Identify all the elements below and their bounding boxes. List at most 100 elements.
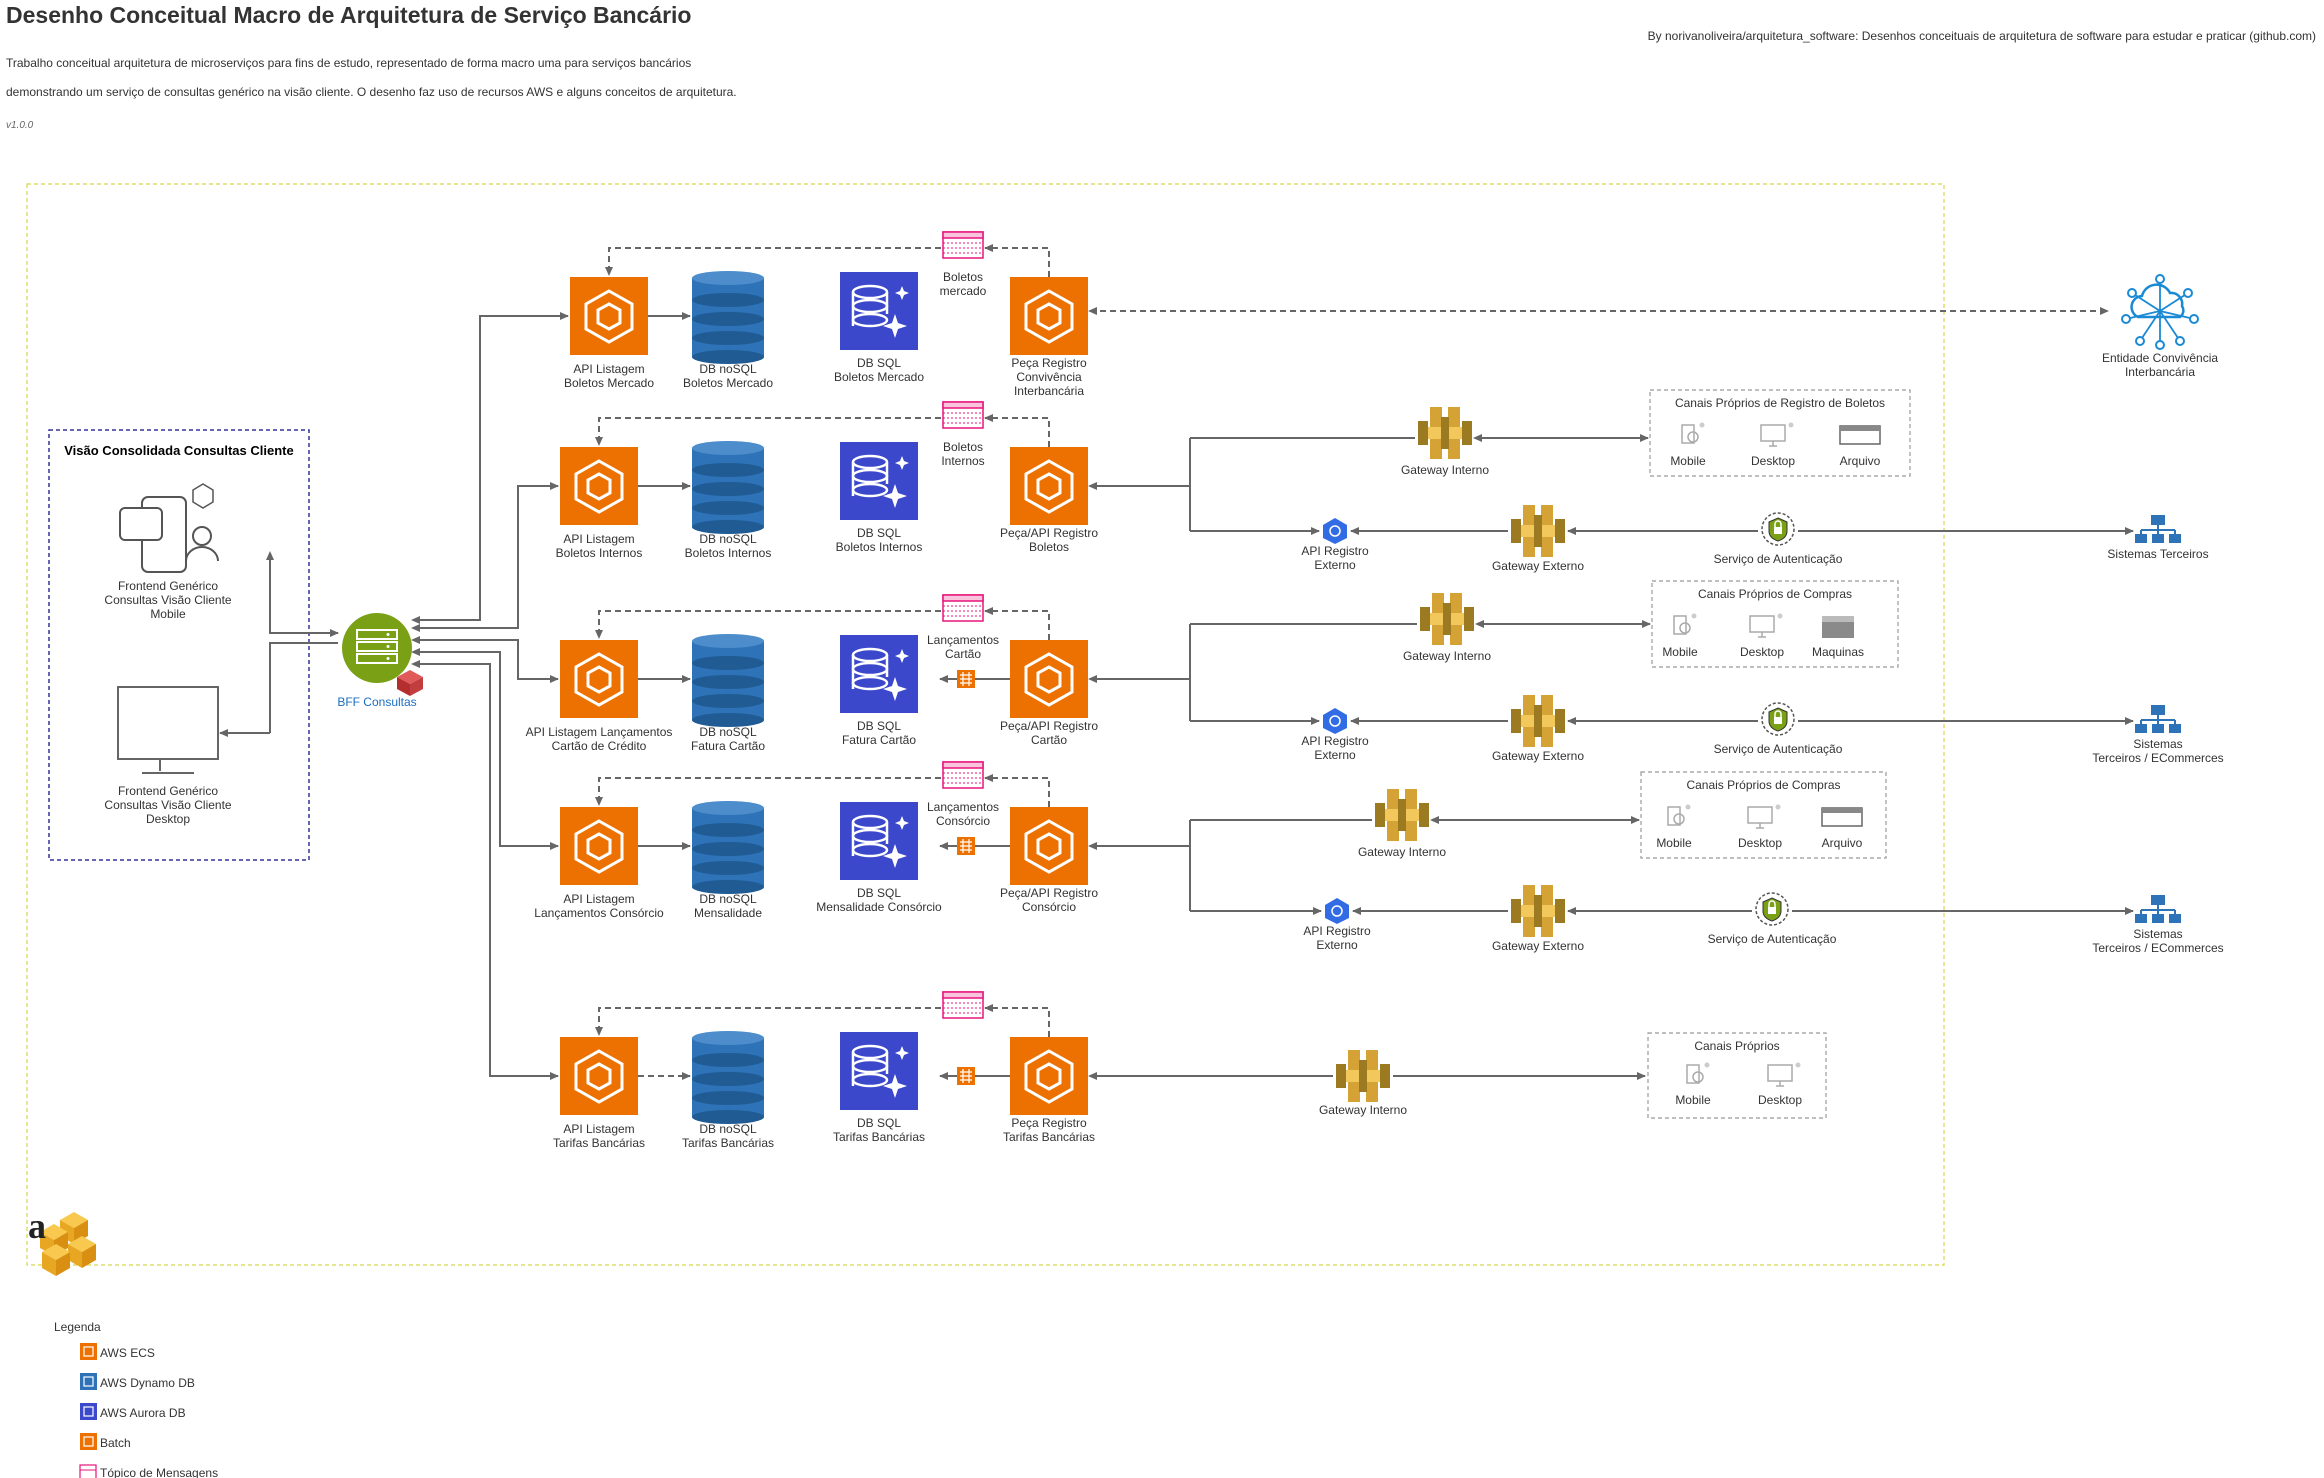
batch-icon[interactable] [957, 670, 975, 688]
gateway-external-icon[interactable] [1511, 695, 1565, 747]
registry-to-topic-connector [984, 774, 1050, 807]
registry-ecs-icon[interactable] [1010, 447, 1088, 525]
api-listing-ecs-icon[interactable] [570, 277, 648, 355]
registry-ecs-icon[interactable] [1010, 277, 1088, 355]
bff-label: BFF Consultas [337, 695, 416, 709]
aurora-sql-icon[interactable] [840, 1032, 918, 1110]
dynamodb-icon[interactable] [692, 801, 764, 894]
legend-item [79, 1464, 97, 1478]
gateway-external-icon[interactable] [1511, 505, 1565, 557]
mobile-frontend-icon[interactable] [119, 483, 219, 573]
third-party-systems-icon[interactable] [2135, 705, 2181, 733]
topic-to-api-connector [595, 1007, 941, 1036]
own-channels-frame [1640, 771, 1887, 859]
gateway-internal-icon[interactable] [1336, 1050, 1390, 1102]
aurora-sql-icon[interactable] [840, 272, 918, 350]
api-listing-ecs-icon[interactable] [560, 807, 638, 885]
dynamodb-icon[interactable] [692, 1031, 764, 1124]
batch-icon[interactable] [957, 837, 975, 855]
gateway-internal-icon[interactable] [1418, 407, 1472, 459]
file-channel-icon [1839, 425, 1881, 445]
gateway-external-icon[interactable] [1511, 885, 1565, 937]
mobile-channel-icon [1667, 804, 1691, 826]
registry-ecs-icon[interactable] [1010, 640, 1088, 718]
message-topic-icon[interactable] [942, 231, 984, 259]
bff-to-api-connector [411, 660, 559, 1080]
dynamodb-icon[interactable] [692, 634, 764, 727]
api-external-icon[interactable] [1323, 518, 1347, 544]
gateway-internal-icon[interactable] [1420, 593, 1474, 645]
registry-ecs-icon[interactable] [1010, 807, 1088, 885]
legend-item [80, 1403, 97, 1420]
entity-cloud-icon[interactable] [2121, 274, 2199, 350]
own-channels-frame [1647, 1032, 1827, 1119]
third-party-systems-icon[interactable] [2135, 515, 2181, 543]
mobile-channel-icon [1673, 613, 1697, 635]
aws-logo: a [28, 1206, 96, 1276]
message-topic-icon[interactable] [942, 594, 984, 622]
third-party-systems-icon[interactable] [2135, 895, 2181, 923]
gateway-internal-label: Gateway Interno [1403, 649, 1491, 663]
own-channels-title: Canais Próprios de Registro de Boletos [1675, 396, 1885, 410]
aurora-sql-icon[interactable] [840, 635, 918, 713]
legend-item-label: AWS ECS [100, 1346, 155, 1360]
topic-to-api-connector [595, 777, 941, 806]
message-topic-icon[interactable] [942, 401, 984, 429]
registry-ecs-icon[interactable] [1010, 1037, 1088, 1115]
registry-to-topic-connector [984, 607, 1050, 640]
auth-shield-icon[interactable] [1761, 512, 1795, 546]
legend-title: Legenda [54, 1320, 101, 1334]
version-label: v1.0.0 [6, 120, 34, 131]
message-topic-icon[interactable] [942, 991, 984, 1019]
desktop-frontend-icon[interactable] [117, 686, 219, 774]
bff-consultas-icon[interactable] [342, 613, 412, 683]
message-topic-icon[interactable] [942, 761, 984, 789]
channel-item-label: Desktop [1740, 645, 1784, 659]
auth-shield-icon[interactable] [1761, 702, 1795, 736]
api-external-icon[interactable] [1323, 708, 1347, 734]
legend-item-label: AWS Aurora DB [100, 1406, 186, 1420]
aws-cloud-frame [26, 183, 1945, 1266]
api-listing-ecs-icon[interactable] [560, 1037, 638, 1115]
registry-to-topic-connector [984, 414, 1050, 447]
topic-to-api-connector [595, 610, 941, 639]
aurora-sql-icon[interactable] [840, 802, 918, 880]
legend-item [80, 1433, 97, 1450]
description-line-2: demonstrando um serviço de consultas gen… [6, 85, 737, 99]
dynamodb-icon[interactable] [692, 441, 764, 534]
auth-shield-icon[interactable] [1755, 892, 1789, 926]
own-channels-title: Canais Próprios de Compras [1698, 587, 1852, 601]
dynamodb-icon[interactable] [692, 271, 764, 364]
gateway-internal-label: Gateway Interno [1319, 1103, 1407, 1117]
api-listing-ecs-icon[interactable] [560, 447, 638, 525]
gateway-internal-icon[interactable] [1375, 789, 1429, 841]
bff-to-api-connector [411, 482, 559, 632]
channel-item-label: Arquivo [1822, 836, 1863, 850]
aurora-sql-icon[interactable] [840, 442, 918, 520]
api-external-icon[interactable] [1325, 898, 1349, 924]
api-listing-ecs-icon[interactable] [560, 640, 638, 718]
auth-service-label: Serviço de Autenticação [1708, 932, 1837, 946]
bff-to-api-connector [411, 636, 559, 683]
batch-icon[interactable] [957, 1067, 975, 1085]
auth-service-label: Serviço de Autenticação [1714, 552, 1843, 566]
desktop-channel-icon [1749, 613, 1783, 638]
